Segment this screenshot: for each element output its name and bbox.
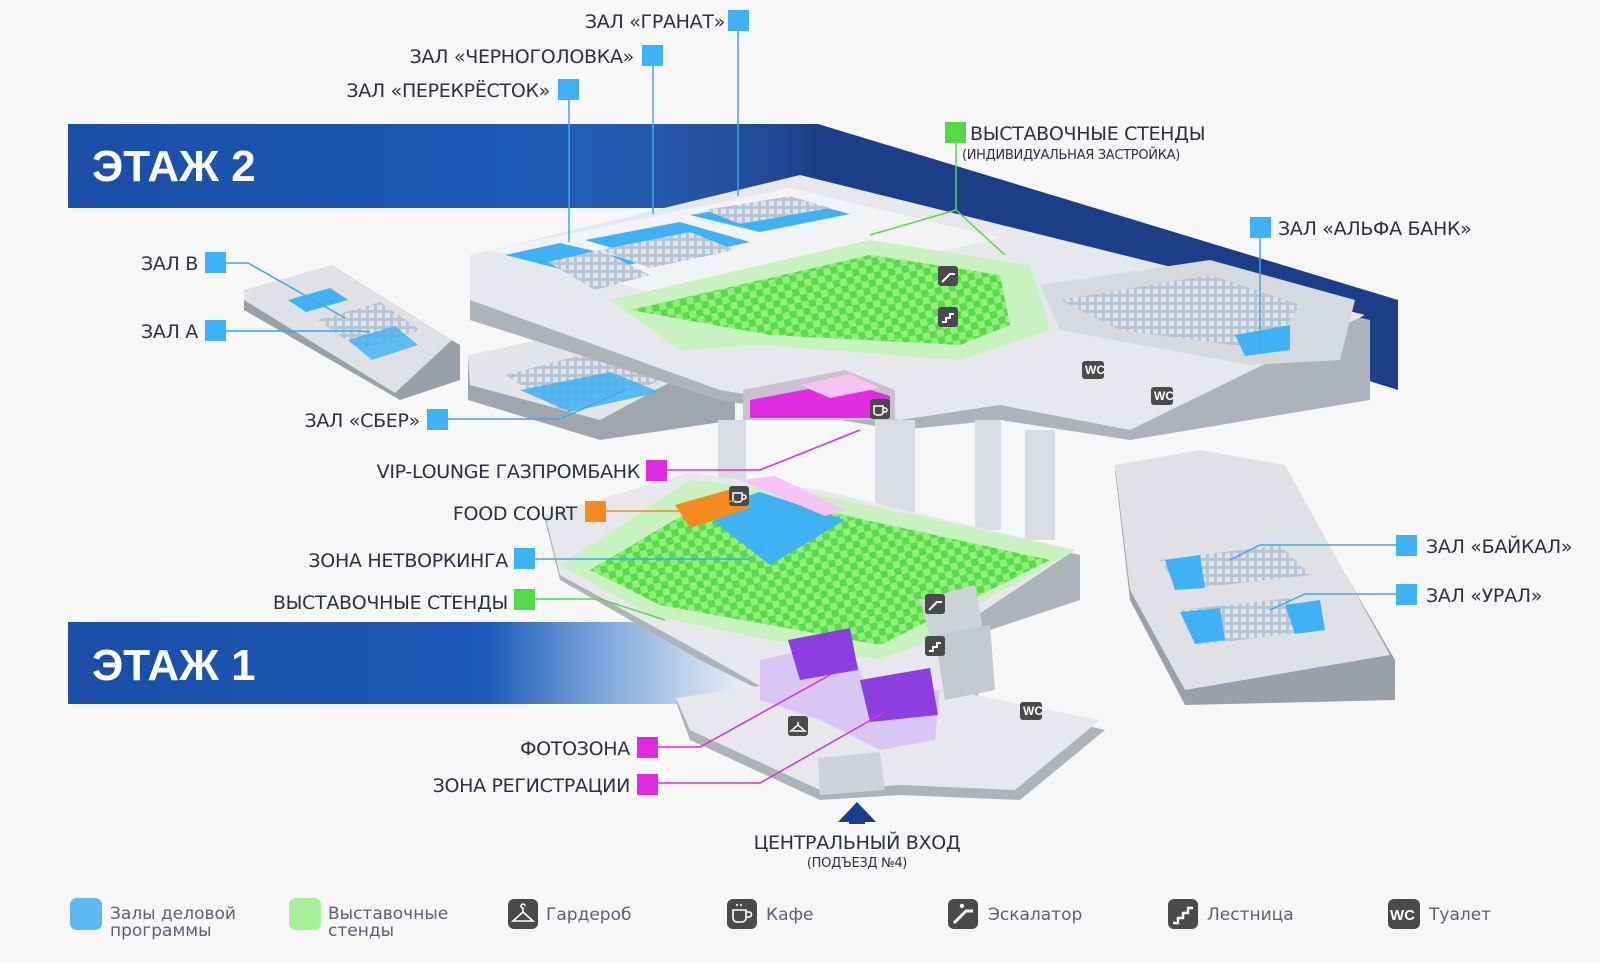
svg-text:WC: WC (1085, 363, 1105, 377)
legend-escalator: Эскалатор (948, 899, 1082, 929)
label-food-court[interactable]: FOOD COURT (453, 501, 606, 525)
label-networking[interactable]: ЗОНА НЕТВОРКИНГА (308, 548, 535, 572)
svg-text:(ИНДИВИДУАЛЬНАЯ ЗАСТРОЙКА): (ИНДИВИДУАЛЬНАЯ ЗАСТРОЙКА) (962, 147, 1180, 163)
cafe-icon (729, 486, 749, 506)
stairs-icon (925, 636, 945, 656)
svg-text:программы: программы (110, 921, 212, 941)
svg-text:ЗАЛ «УРАЛ»: ЗАЛ «УРАЛ» (1426, 585, 1542, 607)
label-alfa-bank[interactable]: ЗАЛ «АЛЬФА БАНК» (1250, 217, 1472, 240)
svg-text:ЗАЛ В: ЗАЛ В (141, 253, 198, 275)
cloakroom-icon (508, 899, 538, 929)
label-perekrestok[interactable]: ЗАЛ «ПЕРЕКРЁСТОК» (346, 79, 579, 102)
wc-icon: WC (1151, 387, 1174, 405)
label-baikal[interactable]: ЗАЛ «БАЙКАЛ» (1396, 535, 1572, 558)
stairs-icon (938, 307, 958, 327)
halls-swatch (70, 898, 102, 930)
label-hall-b[interactable]: ЗАЛ В (141, 252, 226, 275)
label-ural[interactable]: ЗАЛ «УРАЛ» (1396, 584, 1542, 607)
entrance-arrow-icon (838, 802, 876, 822)
svg-text:(ПОДЪЕЗД №4): (ПОДЪЕЗД №4) (807, 856, 907, 871)
svg-text:ЗАЛ «СБЕР»: ЗАЛ «СБЕР» (304, 410, 420, 432)
label-granat[interactable]: ЗАЛ «ГРАНАТ» (585, 10, 749, 33)
floor1-plan (545, 473, 1105, 800)
legend-cafe: Кафе (727, 899, 813, 929)
svg-text:WC: WC (1154, 389, 1174, 403)
stairs-icon (1168, 899, 1198, 929)
cafe-icon (727, 899, 757, 929)
svg-text:Лестница: Лестница (1207, 905, 1294, 925)
legend-stairs: Лестница (1168, 899, 1294, 929)
svg-text:стенды: стенды (328, 921, 394, 941)
svg-text:Залы деловой: Залы деловой (110, 904, 236, 924)
svg-text:ЗАЛ «ЧЕРНОГОЛОВКА»: ЗАЛ «ЧЕРНОГОЛОВКА» (410, 46, 634, 68)
svg-text:Гардероб: Гардероб (546, 905, 631, 925)
wc-icon: WC (1388, 899, 1420, 929)
svg-text:Туалет: Туалет (1428, 905, 1491, 925)
svg-text:ЦЕНТРАЛЬНЫЙ ВХОД: ЦЕНТРАЛЬНЫЙ ВХОД (754, 831, 961, 854)
legend-halls: Залы деловой программы (70, 898, 236, 941)
floor1-banner: ЭТАЖ 1 (68, 622, 768, 704)
legend-toilet: WC Туалет (1388, 899, 1491, 929)
legend: Залы деловой программы Выставочные стенд… (70, 898, 1491, 941)
label-chernogolovka[interactable]: ЗАЛ «ЧЕРНОГОЛОВКА» (410, 45, 663, 68)
svg-text:ЗОНА РЕГИСТРАЦИИ: ЗОНА РЕГИСТРАЦИИ (433, 775, 630, 797)
label-sber[interactable]: ЗАЛ «СБЕР» (304, 409, 448, 432)
svg-text:Эскалатор: Эскалатор (988, 905, 1082, 925)
svg-text:ЗАЛ «АЛЬФА БАНК»: ЗАЛ «АЛЬФА БАНК» (1278, 218, 1471, 240)
svg-text:ЗОНА НЕТВОРКИНГА: ЗОНА НЕТВОРКИНГА (308, 550, 508, 572)
label-hall-a[interactable]: ЗАЛ А (141, 320, 226, 343)
label-photo-zone[interactable]: ФОТОЗОНА (520, 737, 658, 760)
baikal-ural-wing (1115, 450, 1395, 705)
cloakroom-icon (788, 716, 808, 736)
svg-text:FOOD COURT: FOOD COURT (453, 503, 578, 525)
svg-text:WC: WC (1390, 907, 1415, 924)
map-labels: ЗАЛ «ГРАНАТ» ЗАЛ «ЧЕРНОГОЛОВКА» ЗАЛ «ПЕР… (141, 10, 1572, 871)
svg-text:Выставочные: Выставочные (328, 904, 448, 924)
columns (718, 420, 1055, 540)
legend-cloakroom: Гардероб (508, 899, 631, 929)
floor2-banner: ЭТАЖ 2 (68, 124, 1398, 390)
svg-text:ЗАЛ А: ЗАЛ А (141, 321, 198, 343)
svg-text:ЗАЛ «ПЕРЕКРЁСТОК»: ЗАЛ «ПЕРЕКРЁСТОК» (346, 79, 550, 102)
cafe-icon (870, 399, 890, 419)
label-stands-floor1[interactable]: ВЫСТАВОЧНЫЕ СТЕНДЫ (273, 589, 535, 614)
svg-text:ЗАЛ «ГРАНАТ»: ЗАЛ «ГРАНАТ» (585, 11, 725, 33)
wc-icon: WC (1082, 361, 1105, 379)
floor1-title: ЭТАЖ 1 (92, 641, 256, 690)
svg-text:ВЫСТАВОЧНЫЕ СТЕНДЫ: ВЫСТАВОЧНЫЕ СТЕНДЫ (273, 592, 508, 614)
escalator-icon (938, 266, 958, 286)
svg-text:VIP-LOUNGE ГАЗПРОМБАНК: VIP-LOUNGE ГАЗПРОМБАНК (377, 461, 641, 483)
svg-text:ЗАЛ «БАЙКАЛ»: ЗАЛ «БАЙКАЛ» (1426, 535, 1572, 558)
floor2-title: ЭТАЖ 2 (92, 142, 256, 191)
escalator-icon (925, 594, 945, 614)
label-stands-floor2[interactable]: ВЫСТАВОЧНЫЕ СТЕНДЫ (ИНДИВИДУАЛЬНАЯ ЗАСТР… (945, 122, 1205, 163)
svg-text:ВЫСТАВОЧНЫЕ СТЕНДЫ: ВЫСТАВОЧНЫЕ СТЕНДЫ (970, 123, 1205, 145)
stands-swatch (289, 898, 321, 930)
label-vip-lounge[interactable]: VIP-LOUNGE ГАЗПРОМБАНК (377, 460, 667, 483)
wc-icon: WC (1020, 702, 1043, 720)
legend-stands: Выставочные стенды (289, 898, 448, 941)
label-registration[interactable]: ЗОНА РЕГИСТРАЦИИ (433, 774, 658, 797)
floor2-plan (244, 175, 1370, 440)
leader-lines (226, 30, 1396, 784)
label-entrance[interactable]: ЦЕНТРАЛЬНЫЙ ВХОД (ПОДЪЕЗД №4) (754, 802, 961, 871)
svg-text:Кафе: Кафе (766, 905, 813, 925)
svg-text:ФОТОЗОНА: ФОТОЗОНА (520, 738, 630, 760)
svg-text:WC: WC (1023, 704, 1043, 718)
escalator-icon (948, 899, 978, 929)
